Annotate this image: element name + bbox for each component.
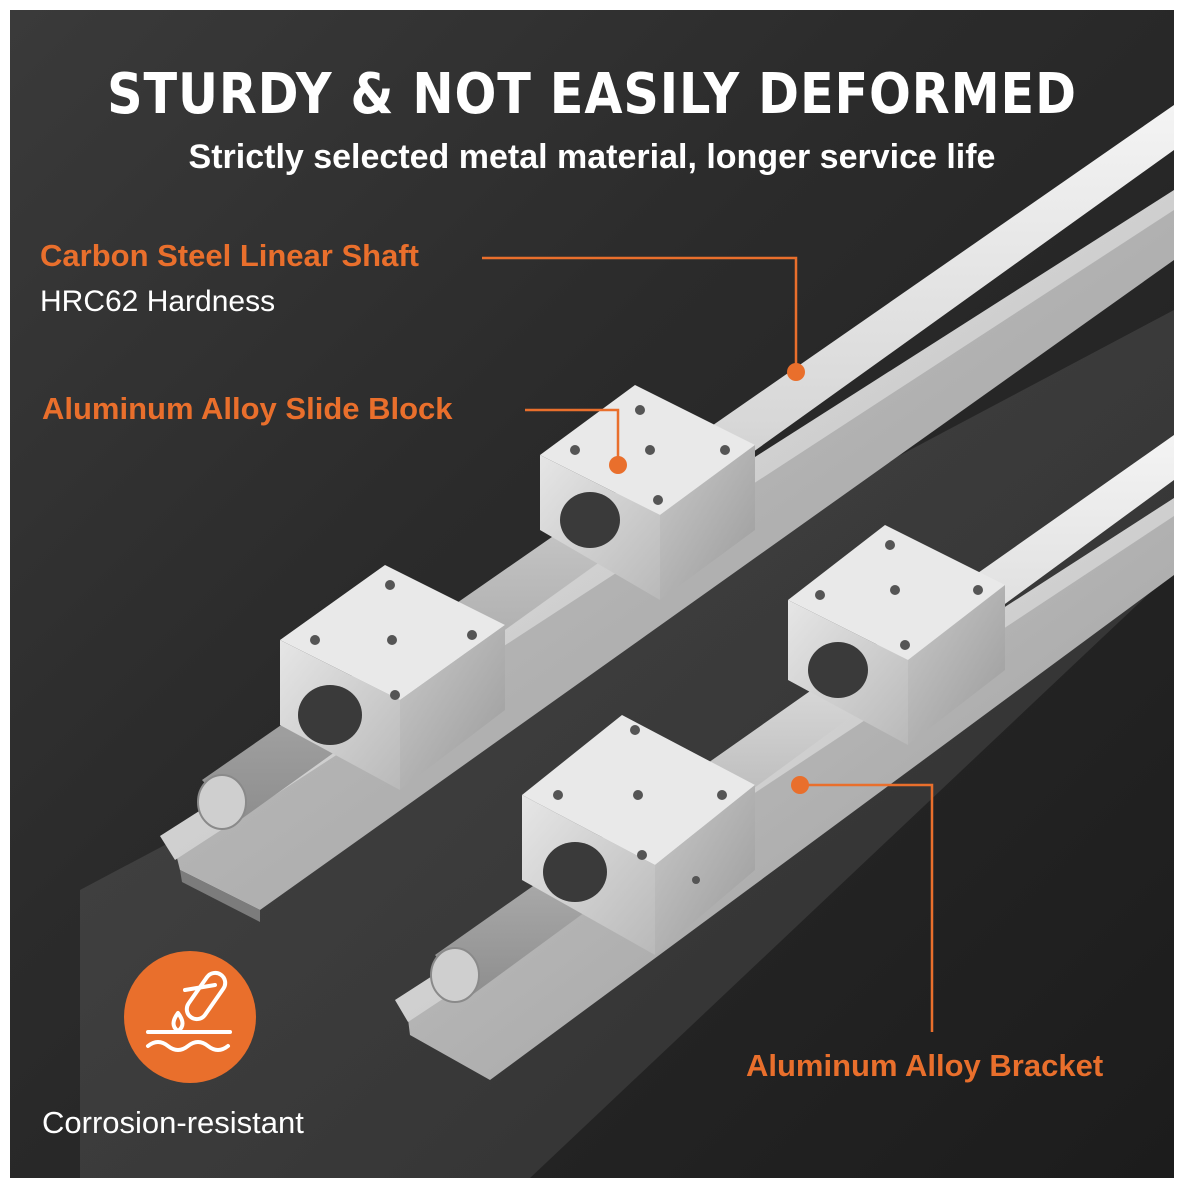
slide-block-top-front: [280, 565, 505, 790]
shaft-callout-title: Carbon Steel Linear Shaft: [40, 238, 419, 273]
headline: STURDY & NOT EASILY DEFORMED: [107, 62, 1077, 127]
bracket-marker-dot: [791, 776, 809, 794]
slide-block-leader-line: [525, 408, 620, 460]
bracket-leader-line: [800, 783, 934, 1032]
corrosion-badge: [124, 951, 256, 1083]
slide-block-bottom-rear: [788, 525, 1005, 745]
slide-block-marker-dot: [609, 456, 627, 474]
shaft-marker-dot: [787, 363, 805, 381]
corrosion-resistant-label: Corrosion-resistant: [42, 1105, 304, 1140]
product-feature-image: STURDY & NOT EASILY DEFORMED Strictly se…: [10, 10, 1174, 1178]
test-tube-drop-icon: [146, 970, 232, 1052]
slide-block-top-rear: [540, 385, 755, 600]
bracket-callout-title: Aluminum Alloy Bracket: [746, 1048, 1104, 1083]
callout-leaders: [482, 256, 934, 1032]
shaft-callout-detail: HRC62 Hardness: [40, 285, 276, 318]
linear-rail-illustration: [80, 105, 1174, 1178]
subheadline: Strictly selected metal material, longer…: [188, 138, 996, 176]
slide-block-bottom-front: [522, 715, 755, 955]
slide-block-callout-title: Aluminum Alloy Slide Block: [42, 391, 453, 426]
shaft-leader-line: [482, 256, 798, 370]
